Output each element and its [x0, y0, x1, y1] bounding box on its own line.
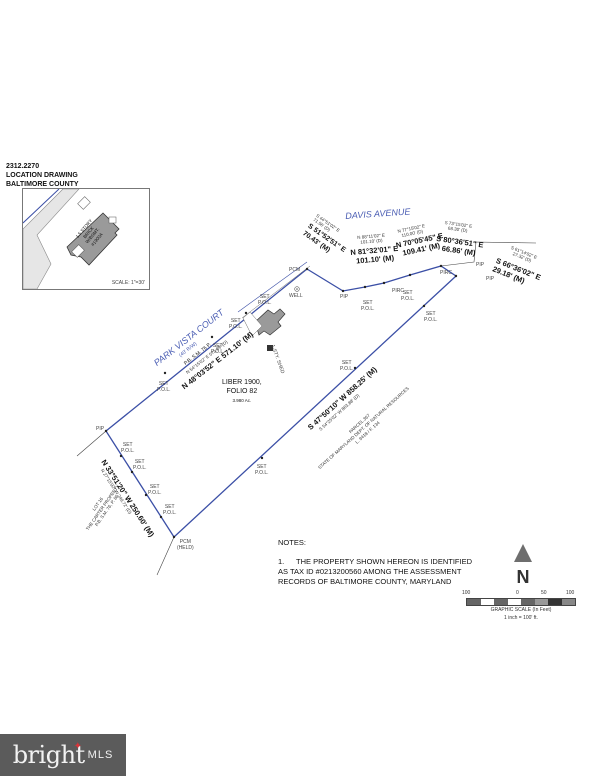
set-pol-line2: P.O.L. — [258, 300, 272, 306]
pip-marker: PIP — [340, 294, 349, 300]
house-footprint — [254, 308, 286, 336]
set-pol-line1: SET — [122, 442, 133, 448]
logo-brand: bright — [12, 741, 85, 769]
notes-title: NOTES: — [278, 538, 306, 547]
pip-marker: PIP — [486, 276, 495, 282]
set-pol-line2: P.O.L. — [121, 448, 135, 454]
set-pol-line2: P.O.L. — [157, 387, 171, 393]
parcel-label: LIBER 1900, FOLIO 82 3.980 Ac. — [222, 378, 262, 405]
pip-marker: PIP — [96, 426, 105, 432]
set-pol-line1: SET — [341, 360, 352, 366]
note-1-line3: RECORDS OF BALTIMORE COUNTY, MARYLAND — [278, 577, 452, 586]
set-pol-line2: P.O.L. — [133, 465, 147, 471]
set-pol-line2: P.O.L. — [229, 324, 243, 330]
set-pol-line1: SET — [362, 300, 373, 306]
scale-ratio: 1 inch = 100' ft. — [504, 615, 538, 621]
note-1-number: 1. — [278, 557, 285, 566]
scale-tick: 50 — [541, 590, 547, 596]
set-pol-line2: P.O.L. — [148, 490, 162, 496]
scale-tick: 0 — [516, 590, 519, 596]
set-pol-line1: SET — [149, 484, 160, 490]
note-1-line2: AS TAX ID #0213200560 AMONG THE ASSESSME… — [278, 567, 462, 576]
set-pol-line1: SET — [158, 381, 169, 387]
set-pol-line1: SET — [164, 504, 175, 510]
scale-bar — [466, 598, 576, 606]
inset-location-drawing: 1.5 STORY BRICK W/BSMT. #1900A SCALE: 1"… — [22, 188, 150, 290]
county: BALTIMORE COUNTY — [6, 181, 79, 188]
inset-sketch — [23, 189, 120, 289]
north-label: N — [516, 567, 530, 587]
scale-tick: 100 — [462, 590, 471, 596]
parcel-folio: FOLIO 82 — [226, 388, 258, 395]
pcm-held-marker: PCM(HELD) — [177, 539, 194, 551]
pip-marker: PIP — [476, 262, 485, 268]
set-pol-line2: P.O.L. — [163, 510, 177, 516]
scale-ticks: 100 0 50 100 — [462, 590, 576, 598]
pcm-held-line2: (HELD) — [177, 545, 194, 551]
set-pol-line1: SET — [259, 294, 270, 300]
notes-block: NOTES: 1. THE PROPERTY SHOWN HEREON IS ID… — [278, 538, 472, 587]
parcel-liber: LIBER 1900, — [222, 379, 262, 386]
job-number: 2312.2270 — [6, 163, 40, 170]
pirc-marker: PIRC — [392, 288, 404, 294]
set-pol-line2: P.O.L. — [340, 366, 354, 372]
well-symbol — [294, 286, 300, 292]
pcm-held-line1: PCM — [179, 539, 191, 545]
parcel-area: 3.980 Ac. — [232, 398, 252, 403]
note-1-line1: THE PROPERTY SHOWN HEREON IS IDENTIFIED — [296, 557, 472, 566]
set-pol-line1: SET — [212, 343, 223, 349]
set-pol-line2: P.O.L. — [401, 296, 415, 302]
north-arrow-icon — [514, 544, 532, 562]
bright-mls-watermark: bright ✦ MLS — [0, 734, 126, 776]
set-pol-line1: SET — [230, 318, 241, 324]
set-pol-line2: P.O.L. — [361, 306, 375, 312]
scale-caption: GRAPHIC SCALE (In Feet) — [490, 607, 552, 613]
drawing-type: LOCATION DRAWING — [6, 172, 78, 179]
inset-scale: SCALE: 1"=30' — [111, 280, 145, 286]
well-label: WELL — [289, 293, 303, 299]
drawing-header: 2312.2270 LOCATION DRAWING BALTIMORE COU… — [6, 162, 79, 189]
pcm-marker: PCM — [289, 267, 301, 273]
north-arrow: N — [508, 543, 538, 586]
set-pol-line1: SET — [402, 290, 413, 296]
set-pol-line1: SET — [256, 464, 267, 470]
set-pol-line1: SET — [425, 311, 436, 317]
set-pol-line2: P.O.L. — [255, 470, 269, 476]
logo-suffix: MLS — [87, 749, 114, 761]
set-pol-line1: SET — [134, 459, 145, 465]
set-pol-line2: P.O.L. — [424, 317, 438, 323]
shed-footprint — [267, 345, 273, 351]
pirc-marker: PIRC — [440, 270, 452, 276]
set-pol-line2: P.O.L. — [211, 349, 225, 355]
note-1: 1. THE PROPERTY SHOWN HEREON IS IDENTIFIE… — [278, 557, 472, 587]
graphic-scale: 100 0 50 100 GRAPHIC SCALE (In Feet) 1 i… — [462, 590, 576, 622]
scale-tick: 100 — [566, 590, 575, 596]
